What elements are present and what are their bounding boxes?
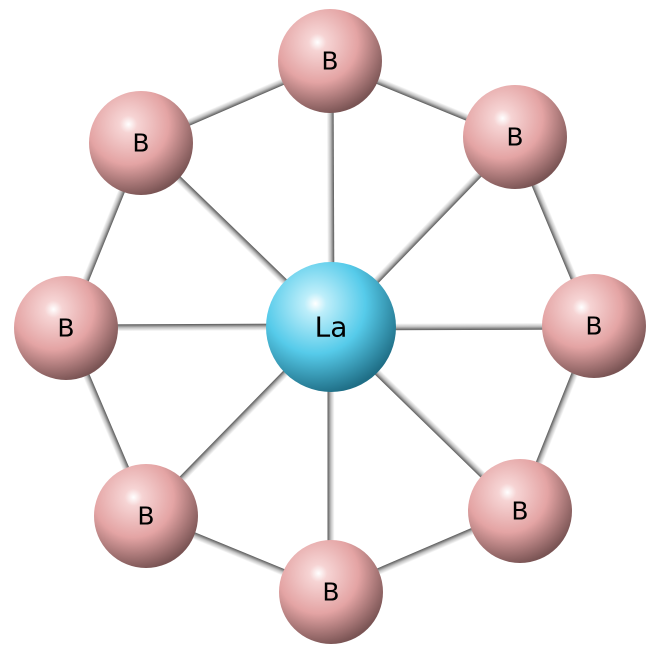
atom-boron-2-label: B [506, 123, 523, 152]
atom-boron-2-sphere [463, 85, 567, 189]
atom-boron-7: B [14, 276, 118, 380]
atom-boron-4: B [468, 459, 572, 563]
atom-boron-5: B [279, 540, 383, 644]
atom-boron-1: B [278, 9, 382, 113]
atom-lanthanum-label: La [315, 311, 348, 344]
atom-boron-6-sphere [94, 464, 198, 568]
atom-boron-7-sphere [14, 276, 118, 380]
atom-boron-6-label: B [137, 502, 154, 531]
atom-boron-3: B [542, 274, 646, 378]
atom-lanthanum: La [266, 262, 396, 392]
atom-boron-5-label: B [322, 578, 339, 607]
atom-boron-3-sphere [542, 274, 646, 378]
atom-boron-1-sphere [278, 9, 382, 113]
spoke-bond-3 [330, 322, 595, 331]
atom-boron-5-sphere [279, 540, 383, 644]
atom-boron-8-sphere [89, 91, 193, 195]
atom-boron-1-label: B [321, 47, 338, 76]
atom-boron-7-label: B [57, 314, 74, 343]
spoke-bond-1 [326, 60, 335, 328]
spoke-bond-7 [65, 323, 332, 332]
atom-boron-6: B [94, 464, 198, 568]
atoms: B B B B B B B B La [14, 9, 646, 644]
atom-boron-3-label: B [585, 312, 602, 341]
atom-lanthanum-sphere [266, 262, 396, 392]
atom-boron-8-label: B [132, 129, 149, 158]
atom-boron-4-sphere [468, 459, 572, 563]
atom-boron-4-label: B [511, 497, 528, 526]
atom-boron-2: B [463, 85, 567, 189]
atom-boron-8: B [89, 91, 193, 195]
spoke-bond-5 [327, 327, 335, 592]
